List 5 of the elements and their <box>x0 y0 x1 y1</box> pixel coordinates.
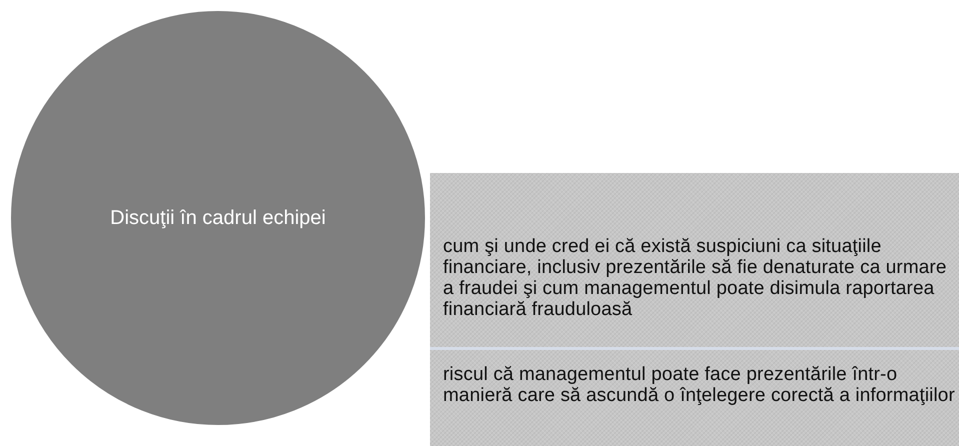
info-panel <box>430 350 959 446</box>
topic-text: Discuţii în cadrul echipei <box>109 206 327 230</box>
panel-text: riscul că managementul poate face prezentările într-o manieră care să ascundă o înţelegere corectă a informaţiilor <box>443 364 955 406</box>
info-panel <box>430 173 959 347</box>
panel-text: cum şi unde cred ei că există suspiciuni ca situaţiile financiare, inclusiv prezentările să fie denaturate ca urmare a fraudei şi cum managementul poate disimula raportarea financiară frauduloasă <box>443 236 948 320</box>
